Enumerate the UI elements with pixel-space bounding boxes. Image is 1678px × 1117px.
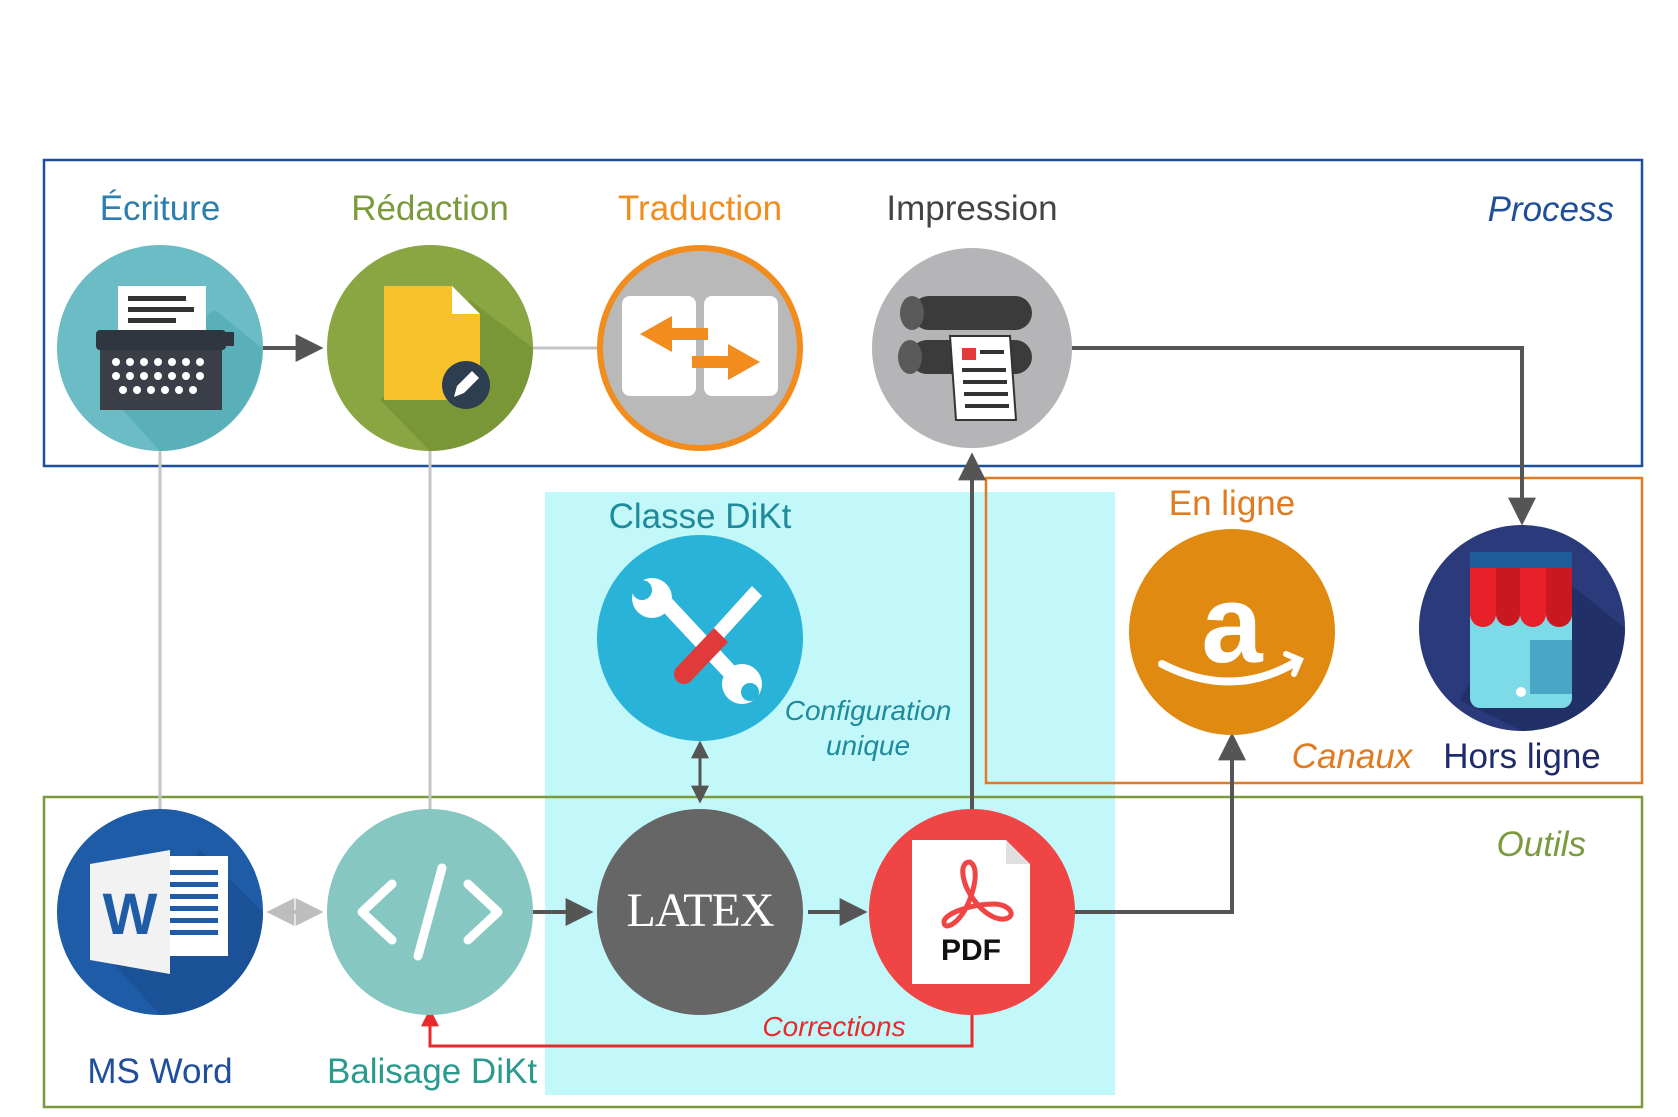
- code-tag-icon: [327, 809, 533, 1015]
- canaux-frame: [984, 476, 1644, 785]
- process-frame: [42, 158, 1644, 468]
- step-label-redaction: Rédaction: [351, 189, 509, 228]
- step-label-impression: Impression: [886, 189, 1057, 228]
- tool-label-balisage: Balisage DiKt: [327, 1052, 537, 1091]
- corrections-label: Corrections: [762, 1011, 905, 1042]
- group-label-process: Process: [1488, 190, 1614, 229]
- amazon-icon: a: [1129, 529, 1335, 735]
- svg-text:a: a: [1201, 563, 1263, 686]
- classe-note-line1: Configuration: [785, 695, 952, 726]
- svg-text:LATEX: LATEX: [627, 884, 774, 937]
- group-label-outils: Outils: [1497, 825, 1586, 864]
- typewriter-icon: [57, 245, 263, 451]
- svg-text:W: W: [103, 882, 158, 947]
- latex-icon: LATEX: [597, 809, 803, 1015]
- channel-label-en-ligne: En ligne: [1169, 484, 1295, 523]
- classe-note-line2: unique: [826, 730, 910, 761]
- outils-frame: [42, 795, 1644, 1109]
- step-label-traduction: Traduction: [618, 189, 782, 228]
- tools-icon: [597, 535, 803, 741]
- arrow-corrections: [421, 1008, 974, 1048]
- svg-text:PDF: PDF: [941, 934, 1001, 967]
- document-edit-icon: [327, 245, 533, 451]
- classe-dikt-label: Classe DiKt: [609, 497, 792, 536]
- arrow-pdf-enligne: [1072, 732, 1246, 914]
- pdf-icon: PDF: [869, 809, 1075, 1015]
- tool-label-msword: MS Word: [87, 1052, 232, 1091]
- arrow-impression-horsligne: [1072, 346, 1536, 526]
- channel-label-hors-ligne: Hors ligne: [1443, 737, 1601, 776]
- translate-icon: [597, 245, 803, 451]
- group-label-canaux: Canaux: [1292, 737, 1414, 776]
- step-label-ecriture: Écriture: [100, 189, 221, 228]
- mobile-shop-icon: [1419, 525, 1625, 731]
- printing-press-icon: [872, 248, 1072, 448]
- ms-word-icon: W: [57, 809, 263, 1015]
